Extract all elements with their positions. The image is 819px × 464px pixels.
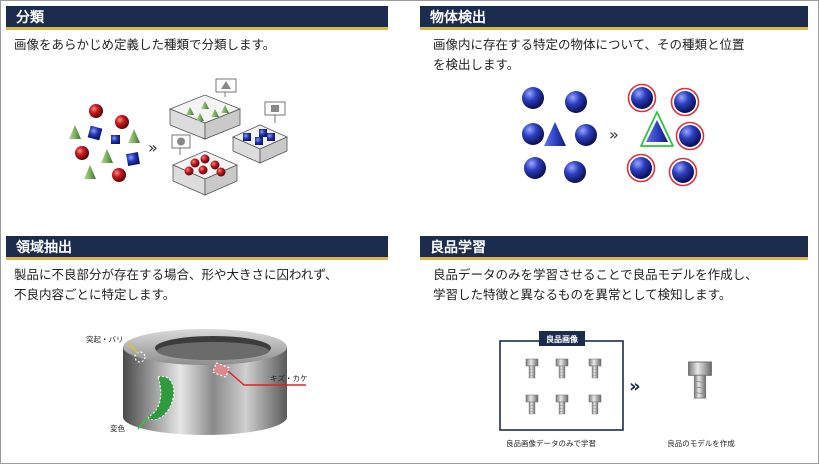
detection-after (626, 83, 705, 187)
anomaly-arrow: » (629, 376, 641, 397)
metal-ring (123, 329, 287, 435)
classification-description: 画像をあらかじめ定義した種類で分類します。 (14, 37, 276, 52)
mixed-objects (69, 104, 140, 182)
segmentation-description-line2: 不良内容ごとに特定します。 (14, 287, 176, 302)
discolor-region (147, 375, 175, 421)
label-burr: 突起・バリ (86, 334, 124, 344)
classification-arrow: » (148, 138, 158, 157)
label-scratch: キズ・カケ (270, 373, 308, 383)
detection-illustration: » (522, 83, 705, 187)
good-images-label: 良品画像 (546, 334, 579, 344)
anomaly-title: 良品学習 (430, 240, 486, 256)
segmentation-description-line1: 製品に不良部分が存在する場合、形や大きさに囚われず、 (14, 267, 338, 282)
scratch-region (211, 362, 231, 378)
anomaly-illustration: 良品画像 » 良品画像データのみで学習 良品のモデルを作成 (499, 331, 735, 448)
segmentation-header: 領域抽出 (6, 236, 388, 260)
good-images-label-bg (539, 331, 585, 346)
burr-leader (127, 342, 139, 354)
anomaly-header: 良品学習 (420, 236, 808, 260)
detection-arrow: » (609, 125, 619, 144)
caption-left: 良品画像データのみで学習 (506, 438, 596, 448)
scratch-leader (227, 370, 306, 386)
classification-illustration: » (69, 78, 288, 196)
detection-title: 物体検出 (430, 10, 486, 26)
classification-header: 分類 (6, 6, 388, 30)
segmentation-title: 領域抽出 (16, 240, 72, 256)
caption-right: 良品のモデルを作成 (667, 438, 735, 448)
detection-before (522, 87, 597, 183)
detection-description-line2: を検出します。 (433, 57, 520, 72)
good-model-bolt (688, 361, 712, 399)
sorted-trays (168, 78, 288, 196)
label-discolor: 変色 (110, 423, 125, 433)
good-images-box (499, 340, 624, 431)
detection-description-line1: 画像内に存在する特定の物体について、その種類と位置 (433, 37, 745, 52)
classification-title: 分類 (16, 10, 44, 26)
segmentation-illustration: 突起・バリ キズ・カケ 変色 (86, 329, 308, 435)
anomaly-description-line2: 学習した特徴と異なるものを異常として検知します。 (433, 287, 732, 302)
anomaly-description-line1: 良品データのみを学習させることで良品モデルを作成し、 (433, 267, 758, 282)
discolor-leader (137, 416, 149, 430)
burr-region (134, 351, 146, 363)
detection-header: 物体検出 (420, 6, 808, 30)
